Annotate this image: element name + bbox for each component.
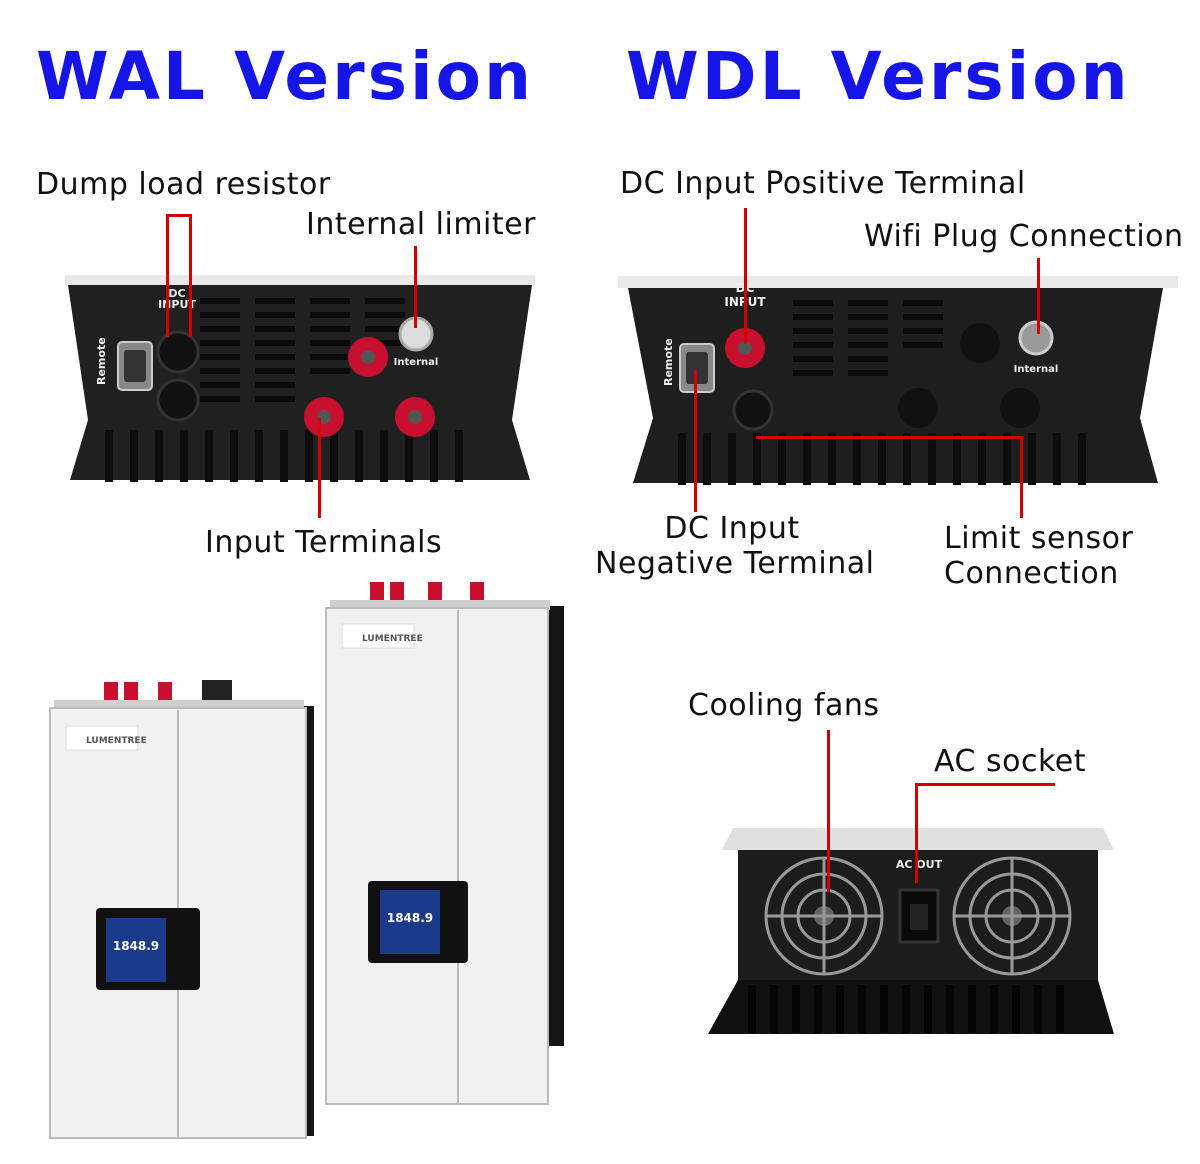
limit-sensor-line1: Limit sensor: [944, 521, 1134, 556]
brand-back: LUMENTREE: [362, 634, 423, 644]
wal-inverter-bottom-panel: Remote DC INPUT Internal: [65, 275, 535, 482]
dc-negative-leader: [694, 370, 697, 512]
internal-print-wdl: Internal: [1014, 364, 1059, 375]
dc-negative-line2: Negative Terminal: [595, 545, 875, 581]
limit-sensor-leader-v: [1020, 436, 1023, 518]
remote-print: Remote: [95, 337, 108, 385]
internal-limiter-leader: [414, 246, 417, 328]
remote-print-wdl: Remote: [662, 338, 675, 386]
dc-positive-label: DC Input Positive Terminal: [620, 166, 1026, 201]
cooling-fans-label: Cooling fans: [688, 688, 880, 723]
input-terminals-leader: [318, 418, 321, 518]
internal-print: Internal: [394, 357, 439, 368]
limit-sensor-leader-h: [756, 436, 1022, 439]
limit-sensor-label: Limit sensor Connection: [944, 521, 1134, 591]
ac-socket-label: AC socket: [934, 744, 1086, 779]
ac-out-print: AC OUT: [896, 858, 943, 871]
dc-print: DC: [168, 287, 185, 300]
brand-front: LUMENTREE: [86, 736, 147, 746]
wal-version-title: WAL Version: [36, 38, 534, 115]
wifi-plug-label: Wifi Plug Connection: [864, 219, 1184, 254]
internal-limiter-label: Internal limiter: [306, 207, 536, 242]
inverter-ac-side-panel: AC OUT: [708, 828, 1114, 1034]
ac-socket-leader-v: [915, 783, 918, 883]
dc-negative-label: DC Input Negative Terminal: [595, 511, 875, 581]
wifi-plug-leader: [1037, 258, 1040, 334]
display-back: 1848.9: [387, 911, 433, 925]
wdl-version-title: WDL Version: [626, 38, 1131, 115]
limit-sensor-line2: Connection: [944, 555, 1119, 591]
dc-positive-leader: [744, 208, 747, 344]
dc-negative-line1: DC Input: [664, 511, 800, 546]
dump-load-resistor-label: Dump load resistor: [36, 167, 331, 202]
input-terminals-label: Input Terminals: [205, 525, 443, 560]
display-front: 1848.9: [113, 939, 159, 953]
ac-socket-leader-h: [915, 783, 1055, 786]
inverter-front-units: LUMENTREE 1848.9 LUMENTREE 1848.9: [49, 582, 564, 1139]
dump-load-leader: [166, 214, 192, 337]
cooling-fans-leader: [827, 730, 830, 892]
wdl-inverter-bottom-panel: Remote DC INPUT Internal: [618, 276, 1178, 485]
